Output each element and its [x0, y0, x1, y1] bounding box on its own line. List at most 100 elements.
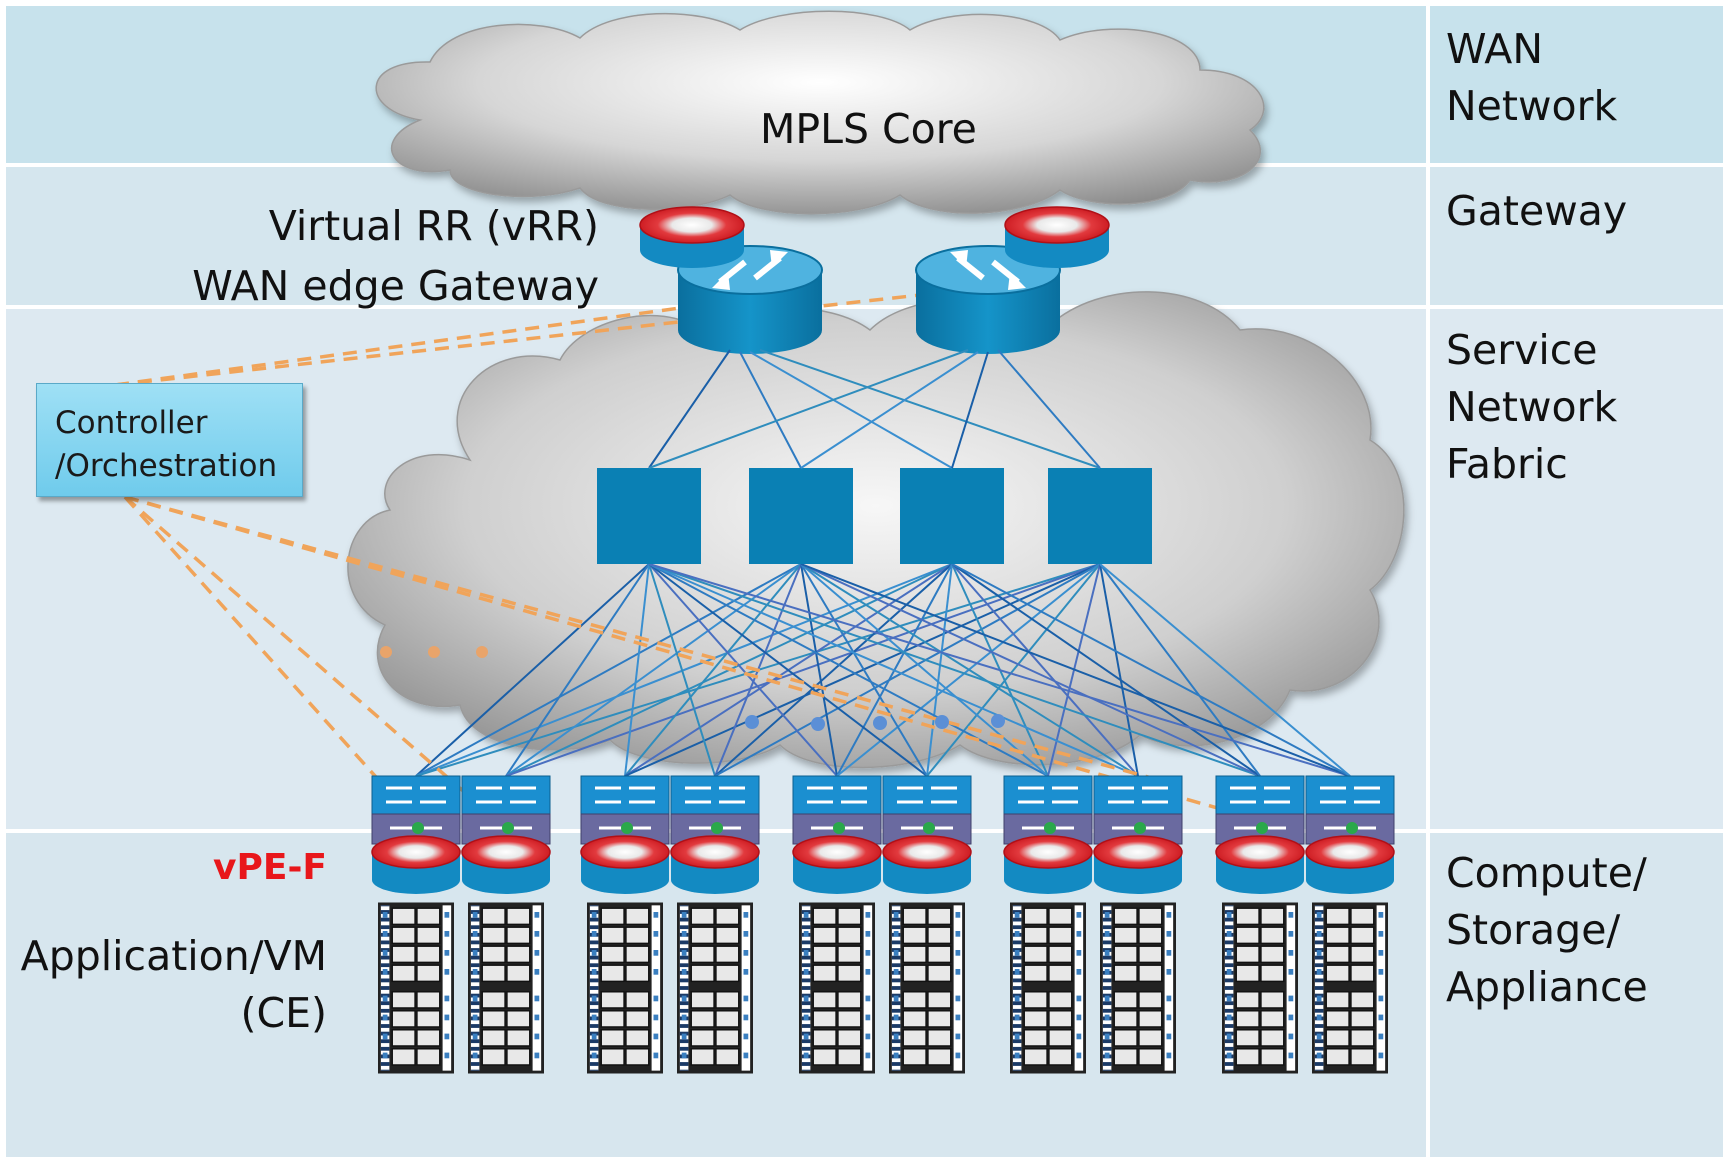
gateway-router-right	[915, 206, 1110, 354]
ellipsis-dots-blue	[745, 714, 1005, 731]
server-rack-icon	[677, 901, 753, 1075]
virtual-router-icon	[1003, 835, 1093, 894]
spine-switch-3	[900, 468, 1004, 564]
layer3-switch-icon	[1003, 775, 1093, 845]
server-rack-icon	[1312, 901, 1388, 1075]
fabric-link	[415, 563, 650, 777]
leaf-column	[792, 775, 882, 1075]
fabric-link	[951, 563, 1261, 777]
fabric-link	[648, 563, 1049, 777]
fabric-link	[648, 563, 1261, 777]
spine-switch-2	[749, 468, 853, 564]
controller-label: Controller /Orchestration	[55, 402, 277, 488]
leaf-column	[1003, 775, 1093, 1075]
layer3-switch-icon	[792, 775, 882, 845]
fabric-link	[714, 563, 953, 777]
server-rack-icon	[378, 901, 454, 1075]
leaf-column	[461, 775, 551, 1075]
spine-switch-1	[597, 468, 701, 564]
fabric-link	[648, 563, 838, 777]
leaf-column	[1215, 775, 1305, 1075]
gateway-layer-label: Gateway	[1446, 183, 1627, 240]
vpe-f-label: vPE-F	[213, 847, 327, 888]
layer3-switch-icon	[1093, 775, 1183, 845]
compute-label-cell	[1430, 833, 1723, 1157]
virtual-router-icon	[792, 835, 882, 894]
service-label-line1: Service	[1446, 326, 1598, 374]
server-rack-icon	[1222, 901, 1298, 1075]
gateway-label-line1: Gateway	[1446, 187, 1628, 235]
controller-orchestration-box[interactable]: Controller /Orchestration	[36, 383, 303, 497]
compute-layer-label: Compute/ Storage/ Appliance	[1446, 845, 1648, 1016]
fabric-link	[648, 563, 1139, 777]
fabric-link	[926, 563, 953, 777]
fabric-link	[1099, 563, 1139, 777]
server-rack-icon	[468, 901, 544, 1075]
mpls-core-cloud	[375, 10, 1265, 215]
layer3-switch-icon	[1305, 775, 1395, 845]
wan-label-line1: WAN	[1446, 25, 1544, 73]
fabric-link	[800, 563, 838, 777]
server-rack-icon	[1010, 901, 1086, 1075]
leaf-column	[882, 775, 972, 1075]
fabric-link	[714, 563, 1101, 777]
fabric-link	[624, 563, 650, 777]
service-fabric-label: Service Network Fabric	[1446, 322, 1617, 493]
fabric-links	[415, 563, 1351, 777]
application-vm-line2: (CE)	[240, 989, 327, 1037]
fabric-link	[624, 563, 802, 777]
compute-label-line3: Appliance	[1446, 963, 1648, 1011]
virtual-router-icon	[1215, 835, 1305, 894]
service-label-line3: Fabric	[1446, 440, 1568, 488]
leaf-column	[371, 775, 461, 1075]
fabric-link	[800, 563, 1049, 777]
fabric-link	[926, 563, 1101, 777]
fabric-link	[800, 563, 1351, 777]
gateway-spine-links	[648, 349, 1101, 469]
router-icon-red-small	[639, 206, 745, 268]
virtual-router-icon	[371, 835, 461, 894]
fabric-link	[800, 563, 928, 777]
fabric-link	[951, 563, 1351, 777]
service-fabric-cloud	[347, 291, 1405, 769]
layer3-switch-icon	[371, 775, 461, 845]
gateway-router-left	[639, 206, 823, 354]
leaf-columns	[371, 775, 1395, 1075]
vrr-label: Virtual RR (vRR)	[268, 202, 599, 250]
fabric-link	[648, 563, 716, 777]
wan-label-cell	[1430, 6, 1723, 163]
fabric-link	[800, 563, 1139, 777]
router-icon-red-small	[1004, 206, 1110, 268]
leaf-column	[670, 775, 760, 1075]
fabric-link	[951, 563, 1139, 777]
fabric-link	[1099, 563, 1351, 777]
server-rack-icon	[1100, 901, 1176, 1075]
virtual-router-icon	[1305, 835, 1395, 894]
leaf-column	[580, 775, 670, 1075]
layer3-switch-icon	[670, 775, 760, 845]
server-rack-icon	[587, 901, 663, 1075]
virtual-router-icon	[580, 835, 670, 894]
fabric-link	[648, 563, 928, 777]
layer3-switch-icon	[580, 775, 670, 845]
spine-switch-4	[1048, 468, 1152, 564]
wan-edge-gateway-label: WAN edge Gateway	[192, 262, 599, 310]
controller-label-line1: Controller	[55, 405, 208, 441]
virtual-router-icon	[1093, 835, 1183, 894]
leaf-column	[1305, 775, 1395, 1075]
layer3-switch-icon	[882, 775, 972, 845]
wan-network-label: WAN Network	[1446, 21, 1617, 135]
server-rack-icon	[889, 901, 965, 1075]
controller-label-line2: /Orchestration	[55, 448, 278, 484]
fabric-link	[648, 563, 1351, 777]
layer3-switch-icon	[461, 775, 551, 845]
application-vm-line1: Application/VM	[20, 932, 327, 980]
fabric-link	[505, 563, 650, 777]
application-vm-label: Application/VM (CE)	[21, 928, 327, 1042]
gateway-label-cell	[1430, 167, 1723, 305]
compute-label-line2: Storage/	[1446, 906, 1621, 954]
compute-label-line1: Compute/	[1446, 849, 1647, 897]
ellipsis-dots-orange	[380, 646, 488, 658]
server-rack-icon	[799, 901, 875, 1075]
